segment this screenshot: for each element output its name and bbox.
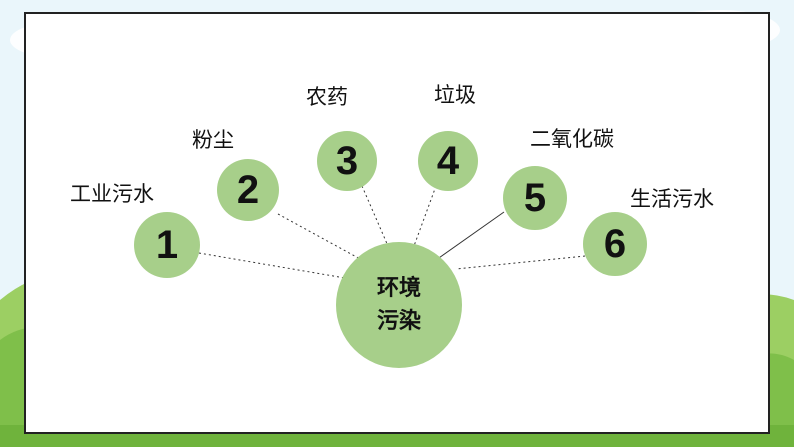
label-1: 工业污水: [70, 182, 154, 206]
node-3: 3: [317, 131, 377, 191]
node-1: 1: [134, 212, 200, 278]
label-6: 生活污水: [630, 187, 714, 211]
node-2: 2: [217, 159, 279, 221]
connector-line-1: [198, 252, 346, 279]
node-5: 5: [503, 166, 567, 230]
label-4: 垃圾: [434, 83, 476, 107]
node-6: 6: [583, 212, 647, 276]
connector-line-4: [413, 185, 437, 247]
center-node: 环境 污染: [336, 242, 462, 368]
center-title-line1: 环境: [376, 276, 421, 301]
label-5: 二氧化碳: [530, 127, 614, 151]
connector-line-5: [435, 211, 505, 261]
connector-line-2: [277, 213, 363, 261]
label-2: 粉尘: [192, 128, 234, 152]
center-title-line2: 污染: [376, 309, 421, 334]
connector-line-6: [455, 255, 586, 270]
node-4: 4: [418, 131, 478, 191]
connector-line-3: [361, 185, 389, 247]
label-3: 农药: [306, 85, 348, 109]
